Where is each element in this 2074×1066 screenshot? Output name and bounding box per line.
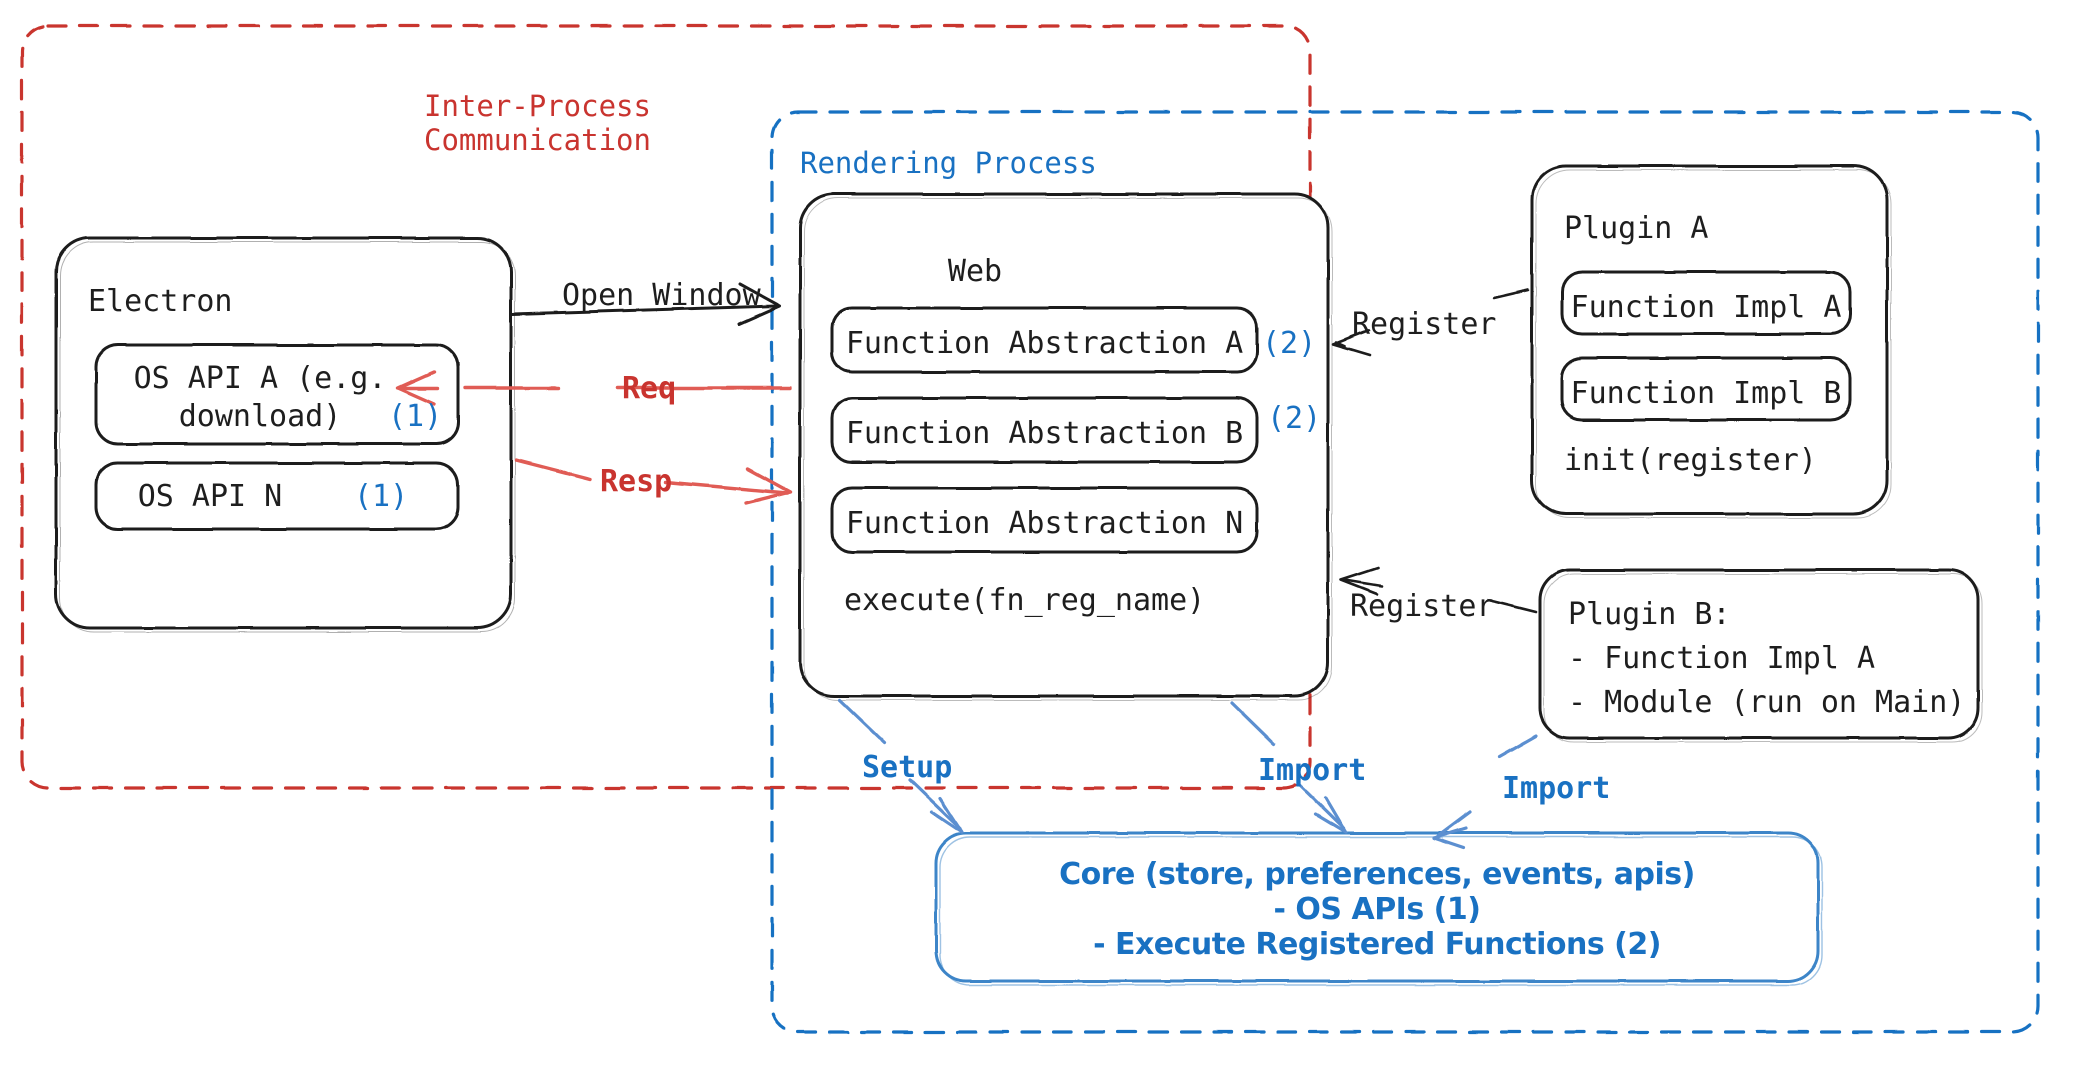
edge-label-setup: Setup <box>862 750 953 785</box>
plugin-b-line-1: Plugin B: <box>1568 597 1731 632</box>
core-box[interactable] <box>934 831 1820 983</box>
os-api-a-marker: (1) <box>388 399 443 434</box>
web-title: Web <box>947 254 1003 289</box>
os-api-n-marker: (1) <box>354 479 409 514</box>
plugin-b-line-2: - Function Impl A <box>1568 641 1876 676</box>
function-impl-a-label: Function Impl A <box>1570 290 1842 325</box>
os-api-n-box[interactable] <box>94 461 460 531</box>
ipc-region-label-line2: Communication <box>424 123 651 157</box>
edge-open-window <box>510 282 782 326</box>
function-abstraction-a-marker: (2) <box>1262 326 1317 361</box>
os-api-a-label-line2: download) <box>178 399 342 434</box>
function-abstraction-b-box[interactable] <box>830 396 1259 464</box>
function-abstraction-a-label: Function Abstraction A <box>845 326 1244 361</box>
edge-label-resp: Resp <box>600 464 673 499</box>
plugin-b-box[interactable] <box>1538 568 1980 740</box>
edge-label-req: Req <box>622 371 677 406</box>
edge-label-register-plugin-b: Register <box>1350 589 1495 624</box>
core-line-3: - Execute Registered Functions (2) <box>1093 927 1661 962</box>
edge-label-import-web: Import <box>1258 753 1367 788</box>
plugin-b-box-shadowline <box>1543 573 1983 743</box>
function-impl-b-box[interactable] <box>1560 356 1852 422</box>
ipc-region-label: Inter-Process <box>424 89 651 123</box>
web-execute-label: execute(fn_reg_name) <box>844 583 1206 618</box>
core-line-2: - OS APIs (1) <box>1273 892 1481 927</box>
edge-resp <box>514 458 792 505</box>
function-impl-a-box[interactable] <box>1560 270 1852 336</box>
function-abstraction-a-box[interactable] <box>830 306 1259 374</box>
edge-label-import-plugin-b: Import <box>1502 771 1611 806</box>
web-box-shadowline <box>803 197 1333 701</box>
os-api-a-box[interactable] <box>94 343 460 446</box>
plugin-a-box[interactable] <box>1530 164 1889 516</box>
plugin-a-init-label: init(register) <box>1564 443 1817 478</box>
function-abstraction-n-box[interactable] <box>830 486 1259 554</box>
edge-setup <box>838 698 964 834</box>
rendering-process-region-border <box>770 110 2040 1034</box>
edge-import-plugin-b <box>1432 734 1538 850</box>
core-box-shadowline <box>939 836 1823 986</box>
edge-label-open-window: Open Window <box>562 278 761 313</box>
edge-register-plugin-b <box>1339 566 1538 614</box>
os-api-n-label: OS API N <box>137 479 283 514</box>
electron-box-shadowline <box>59 241 516 633</box>
function-abstraction-b-marker: (2) <box>1267 401 1322 436</box>
plugin-b-line-3: - Module (run on Main) <box>1568 685 1966 720</box>
edge-register-plugin-a <box>1331 288 1530 357</box>
edge-label-register-plugin-a: Register <box>1352 307 1497 342</box>
function-abstraction-n-label: Function Abstraction N <box>845 506 1244 541</box>
edge-req <box>396 370 792 406</box>
plugin-a-title: Plugin A <box>1564 211 1709 246</box>
os-api-a-label: OS API A (e.g. <box>133 361 387 396</box>
electron-title: Electron <box>88 284 233 319</box>
rendering-process-label: Rendering Process <box>800 146 1097 180</box>
edge-import-web <box>1230 701 1348 834</box>
plugin-a-box-shadowline <box>1535 169 1892 519</box>
function-impl-b-label: Function Impl B <box>1570 376 1842 411</box>
core-line-1: Core (store, preferences, events, apis) <box>1059 857 1695 892</box>
function-abstraction-b-label: Function Abstraction B <box>845 416 1244 451</box>
